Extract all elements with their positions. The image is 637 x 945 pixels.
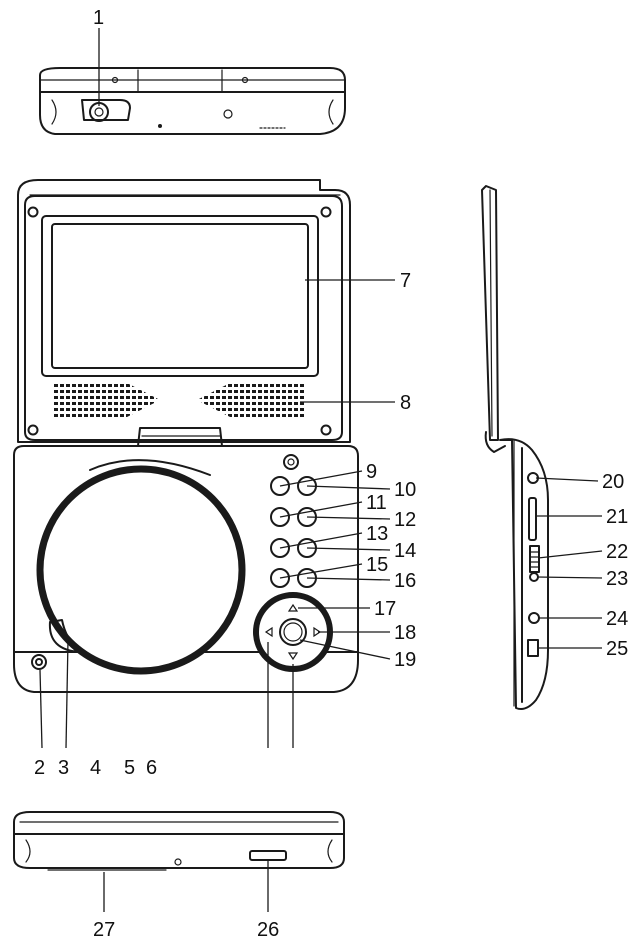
callout-11: 11 [366,492,387,514]
side-view [481,185,549,710]
callout-19: 19 [394,649,416,671]
callout-5: 5 [124,757,135,779]
button-9 [270,476,290,496]
front-view [13,179,359,693]
power-button [31,654,47,670]
button-11 [270,507,290,527]
button-13 [270,538,290,558]
callout-15: 15 [366,554,388,576]
top-view [39,67,346,135]
callout-14: 14 [394,540,416,562]
callout-4: 4 [90,757,101,779]
callout-23: 23 [606,568,628,590]
callout-1: 1 [93,7,104,29]
down-arrow-icon [287,652,299,661]
callout-12: 12 [394,509,416,531]
usb-port [527,639,539,657]
right-arrow-icon [313,626,322,638]
leader-lines [39,28,603,912]
dc-in-port [528,612,540,624]
callout-16: 16 [394,570,416,592]
callout-26: 26 [257,919,279,941]
callout-20: 20 [602,471,624,493]
callout-6: 6 [146,757,157,779]
callout-25: 25 [606,638,628,660]
callout-7: 7 [400,270,411,292]
callout-24: 24 [606,608,628,630]
slide-switch [529,545,540,573]
lcd-screen [41,215,319,377]
callout-2: 2 [34,757,45,779]
callout-18: 18 [394,622,416,644]
remote-sensor [283,454,299,470]
button-grid [270,476,317,588]
bottom-view [13,811,345,871]
callout-3: 3 [58,757,69,779]
usb-slot-bottom [249,850,287,861]
speaker-grille-left [52,382,160,418]
callout-9: 9 [366,461,377,483]
button-15 [270,568,290,588]
callout-27: 27 [93,919,115,941]
up-arrow-icon [287,603,299,612]
callout-10: 10 [394,479,416,501]
disc-lid [36,465,246,675]
enter-button [279,618,307,646]
card-slot [528,497,537,541]
left-arrow-icon [264,626,273,638]
av-port [529,572,539,582]
callout-8: 8 [400,392,411,414]
callout-labels: 1 2 3 4 5 6 7 8 9 10 11 12 13 14 15 16 1… [34,7,628,941]
callout-17: 17 [374,598,396,620]
callout-21: 21 [606,506,628,528]
speaker-grille-right [197,382,305,418]
callout-13: 13 [366,523,388,545]
callout-22: 22 [606,541,628,563]
